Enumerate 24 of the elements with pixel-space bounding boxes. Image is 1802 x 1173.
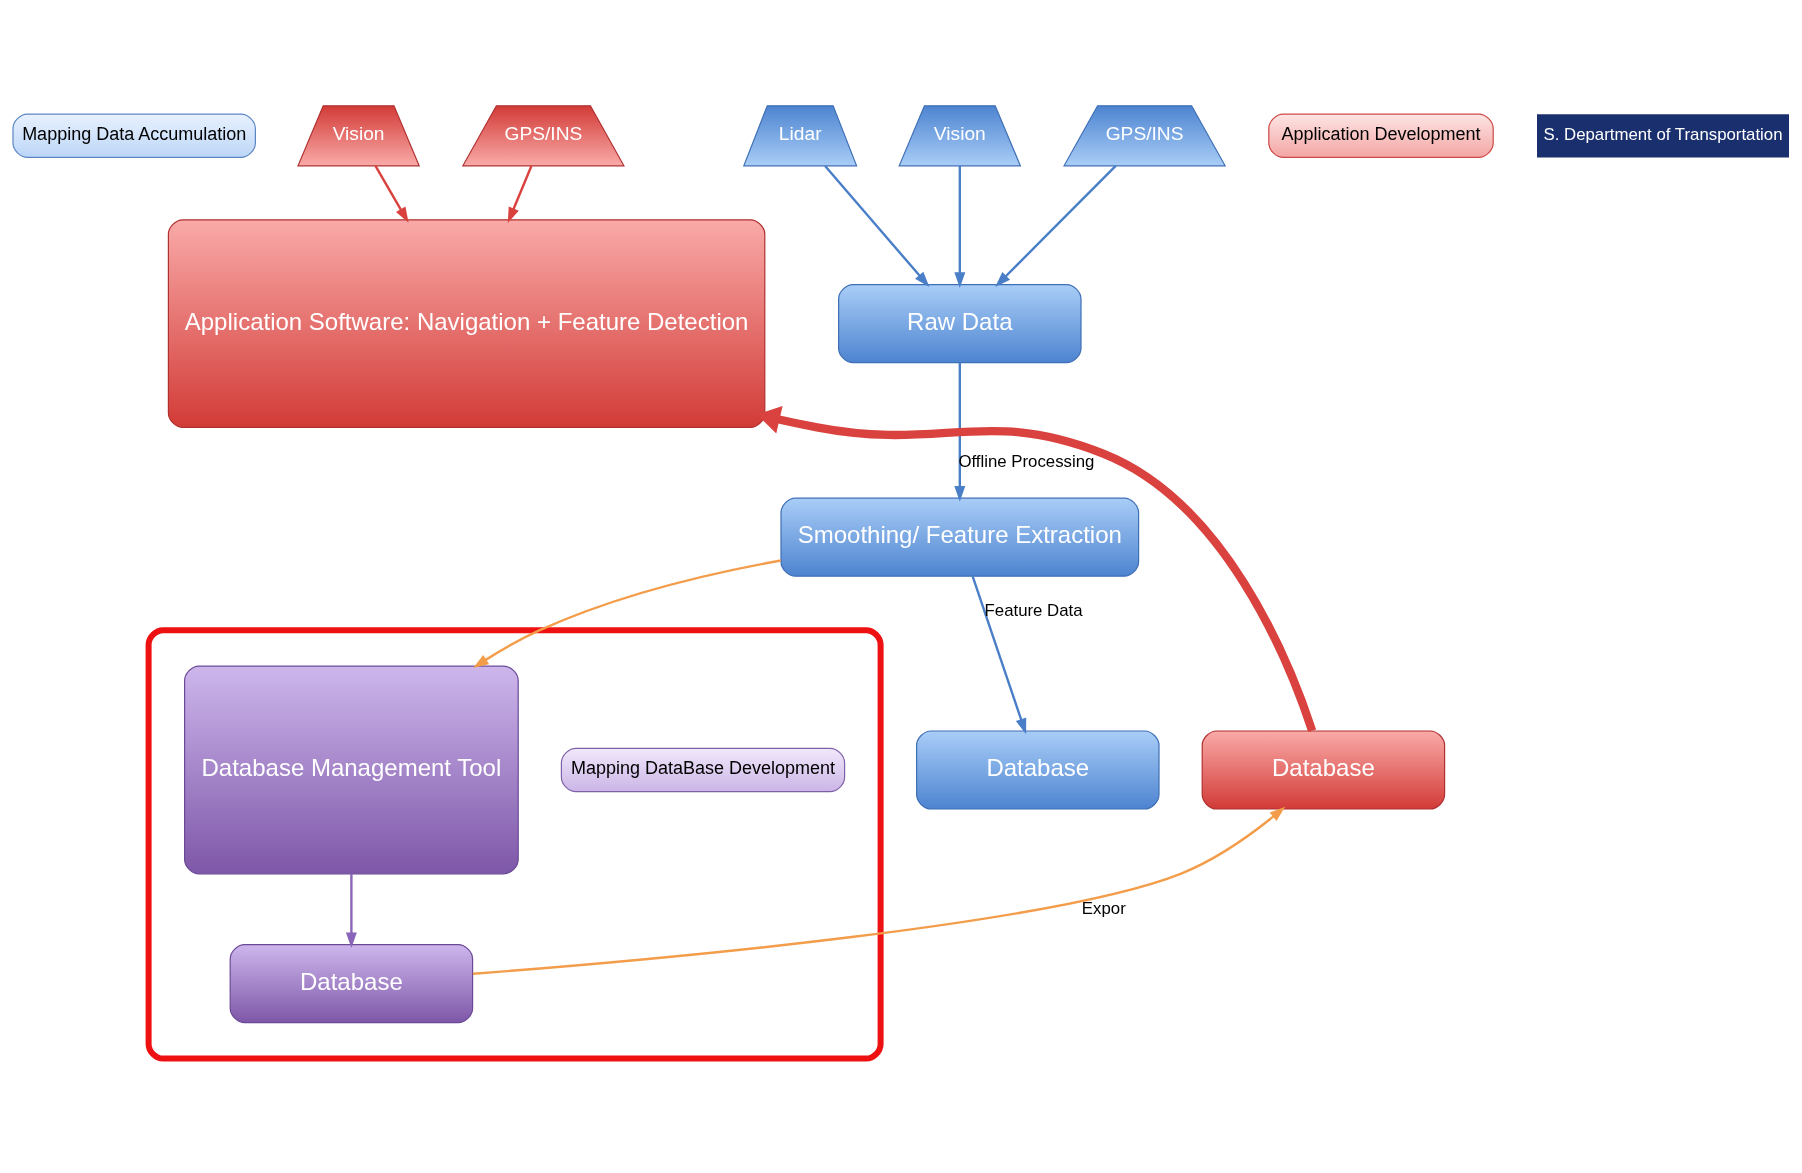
arrow <box>954 165 966 288</box>
arrow <box>954 362 966 502</box>
arrow <box>971 575 1027 734</box>
cluster <box>145 626 884 1062</box>
arrow <box>345 873 357 948</box>
node-box: Database <box>1201 729 1446 810</box>
node-box: Application Software: Navigation + Feature Detection <box>167 218 766 428</box>
arrow <box>472 806 1286 975</box>
arrow <box>374 164 409 223</box>
edge-label: Expor <box>1081 898 1126 918</box>
node-box: Database <box>916 729 1160 810</box>
node-box: Smoothing/ Feature Extraction <box>780 497 1140 577</box>
arrow <box>824 164 930 287</box>
arrow <box>473 558 782 668</box>
node-box: Database Management Tool <box>184 665 519 874</box>
node-box: Raw Data <box>838 283 1082 363</box>
label: S. Department of Transportation <box>1543 124 1783 144</box>
arrow <box>507 165 533 223</box>
node-box: Database <box>229 943 474 1023</box>
node-box: Mapping Data Accumulation <box>12 113 256 158</box>
node-box: Mapping DataBase Development <box>560 747 846 792</box>
arrow <box>995 164 1117 287</box>
node-box: Application Development <box>1268 113 1494 158</box>
edge-label: Feature Data <box>984 600 1083 620</box>
